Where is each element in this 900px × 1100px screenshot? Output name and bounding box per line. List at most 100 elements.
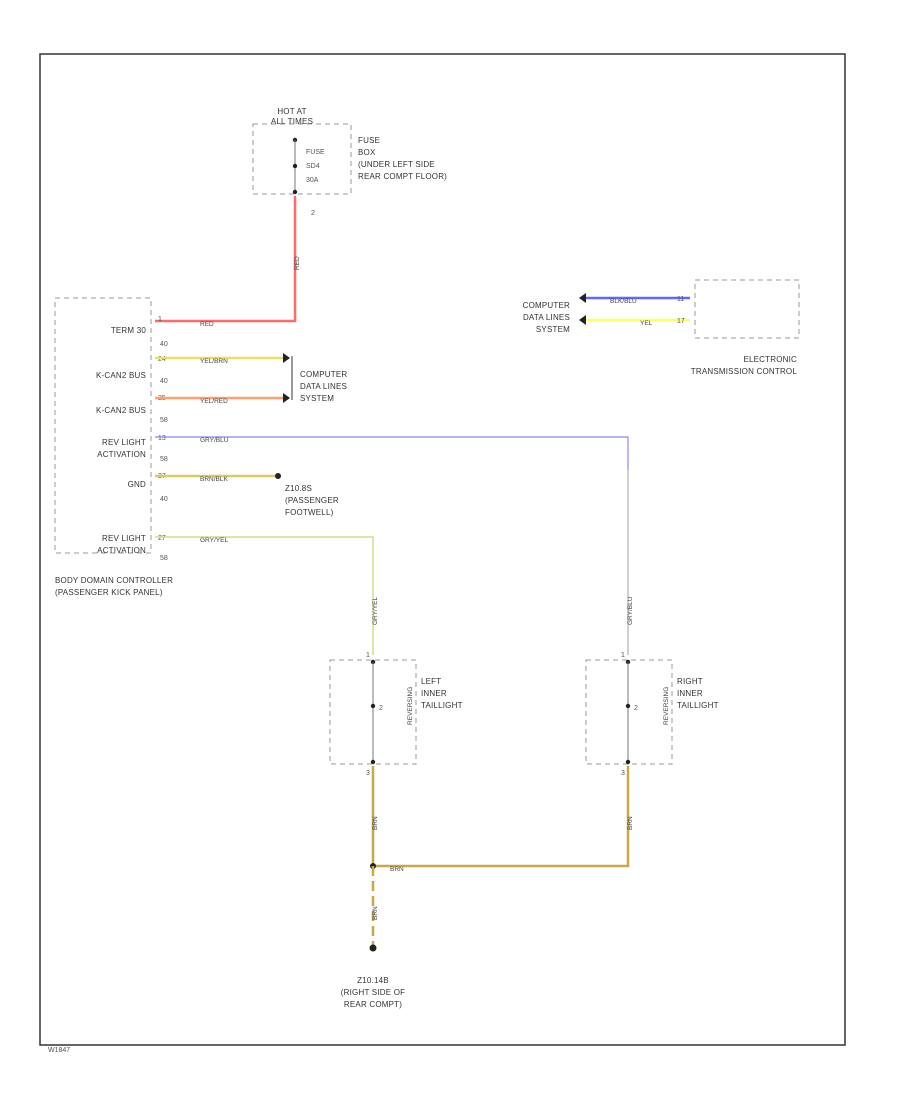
bcm-pin-number-27b: 27: [158, 535, 166, 542]
fuse-desc-4: REAR COMPT FLOOR): [358, 172, 447, 181]
red-wire-label-horizontal: RED: [200, 321, 214, 328]
left-brn-wire-label: BRN: [372, 816, 379, 830]
bcm-pin-label-rev-2a: REV LIGHT: [102, 534, 146, 543]
etc-data-lines-3: SYSTEM: [536, 325, 570, 334]
etc-wire-1-label: BLK/BLU: [610, 298, 637, 305]
kcan-wire-2-label: YEL/RED: [200, 398, 228, 405]
bcm-pin-number-13: 13: [158, 435, 166, 442]
left-taillight-pin-mid: 2: [379, 705, 383, 712]
ground-2-desc-2: REAR COMPT): [344, 1000, 402, 1009]
bcm-conn-1: 40: [160, 341, 168, 348]
right-taillight-pin-mid: 2: [634, 705, 638, 712]
data-lines-label-3: SYSTEM: [300, 394, 334, 403]
right-taillight-outline: [585, 659, 673, 765]
right-taillight-title-3: TAILLIGHT: [677, 701, 719, 710]
body-domain-controller: TERM 30 1 40 K-CAN2 BUS 24 40 K-CAN2 BUS…: [54, 297, 173, 597]
fuse-box-outline: [252, 123, 352, 195]
bcm-pin-label-kcan-2: K-CAN2 BUS: [96, 406, 146, 415]
left-inner-taillight: 1 2 3 REVERSING LEFT INNER TAILLIGHT: [329, 652, 463, 777]
red-wire-label-vertical: RED: [294, 256, 301, 270]
ground-2-name: Z10.14B: [357, 976, 389, 985]
etc-data-lines-2: DATA LINES: [523, 313, 570, 322]
ground-dot-2: [369, 944, 377, 952]
left-taillight-pin-bot-dot: [370, 759, 376, 765]
gnd-wire-label: BRN/BLK: [200, 476, 228, 483]
electronic-transmission-control: COMPUTER DATA LINES SYSTEM BLK/BLU 11 YE…: [523, 279, 800, 376]
bcm-conn-13: 58: [160, 456, 168, 463]
ref-code: W1847: [48, 1047, 70, 1054]
gry-blu-wire-label-vertical: GRY/BLU: [627, 596, 634, 625]
bcm-pin-number-24: 24: [158, 356, 166, 363]
fuse-rating: 30A: [306, 177, 319, 184]
fuse-mid-dot: [292, 163, 298, 169]
kcan-arrow-2: [283, 393, 290, 403]
ground-1-name: Z10.8S: [285, 484, 312, 493]
left-taillight-title-1: LEFT: [421, 677, 441, 686]
right-taillight-pin-mid-dot: [625, 703, 631, 709]
hot-label-2: ALL TIMES: [271, 117, 313, 126]
left-taillight-pin-bot: 3: [366, 770, 370, 777]
right-taillight-title-2: INNER: [677, 689, 703, 698]
left-taillight-pin-mid-dot: [370, 703, 376, 709]
fuse-box: HOT AT ALL TIMES FUSE SD4 30A 2 FUSE BOX…: [252, 107, 447, 217]
left-taillight-pin-top: 1: [366, 652, 370, 659]
bcm-conn-25: 58: [160, 417, 168, 424]
etc-title-1: ELECTRONIC: [743, 355, 797, 364]
right-taillight-pin-top: 1: [621, 652, 625, 659]
fuse-desc-3: (UNDER LEFT SIDE: [358, 160, 435, 169]
etc-data-lines-1: COMPUTER: [523, 301, 570, 310]
etc-title-2: TRANSMISSION CONTROL: [691, 367, 798, 376]
gry-yel-wire: [155, 536, 374, 655]
gry-yel-wire-label: GRY/YEL: [200, 537, 228, 544]
bcm-pin-label-term30: TERM 30: [111, 326, 147, 335]
ground-1-desc-2: FOOTWELL): [285, 508, 334, 517]
etc-wire-2-label: YEL: [640, 320, 653, 327]
left-taillight-title-3: TAILLIGHT: [421, 701, 463, 710]
kcan-wire-1-label: YEL/BRN: [200, 358, 228, 365]
bcm-title-2: (PASSENGER KICK PANEL): [55, 588, 163, 597]
left-taillight-tag: REVERSING: [407, 687, 414, 725]
bcm-conn-27b: 58: [160, 555, 168, 562]
right-inner-taillight: 1 2 3 REVERSING RIGHT INNER TAILLIGHT: [585, 652, 719, 777]
gry-yel-wire-label-vertical: GRY/YEL: [372, 597, 379, 625]
right-taillight-pin-bot-dot: [625, 759, 631, 765]
bcm-conn-24: 40: [160, 378, 168, 385]
fuse-desc-1: FUSE: [358, 136, 380, 145]
fuse-pin: 2: [311, 210, 315, 217]
left-taillight-title-2: INNER: [421, 689, 447, 698]
bcm-pin-label-kcan-1: K-CAN2 BUS: [96, 371, 146, 380]
etc-outline: [694, 279, 800, 339]
bcm-conn-27a: 40: [160, 496, 168, 503]
right-brn-wire-label: BRN: [627, 816, 634, 830]
kcan-arrow-1: [283, 353, 290, 363]
right-taillight-pin-bot: 3: [621, 770, 625, 777]
bcm-pin-number-1: 1: [158, 316, 162, 323]
bcm-pin-label-rev-1b: ACTIVATION: [97, 450, 146, 459]
data-lines-label-2: DATA LINES: [300, 382, 347, 391]
left-taillight-outline: [329, 659, 417, 765]
gry-blu-wire: [155, 436, 629, 655]
fuse-desc-2: BOX: [358, 148, 376, 157]
ground-dot-1: [275, 473, 281, 479]
bcm-pin-label-rev-2b: ACTIVATION: [97, 546, 146, 555]
data-lines-label-1: COMPUTER: [300, 370, 347, 379]
etc-arrow-1: [579, 293, 586, 303]
splice-brn-label: BRN: [390, 866, 404, 873]
ground-2-desc-1: (RIGHT SIDE OF: [341, 988, 405, 997]
bcm-pin-label-rev-1a: REV LIGHT: [102, 438, 146, 447]
right-taillight-tag: REVERSING: [663, 687, 670, 725]
bcm-outline: [54, 297, 152, 554]
fuse-label: FUSE: [306, 149, 325, 156]
diagram-frame: [39, 53, 846, 1046]
etc-arrow-2: [579, 315, 586, 325]
down-brn-wire-label: BRN: [372, 906, 379, 920]
fuse-bot-dot: [292, 189, 298, 195]
right-brn-wire: [373, 766, 630, 868]
right-taillight-title-1: RIGHT: [677, 677, 703, 686]
gry-blu-wire-label: GRY/BLU: [200, 437, 229, 444]
etc-pin-2: 17: [677, 318, 685, 325]
bcm-title-1: BODY DOMAIN CONTROLLER: [55, 576, 173, 585]
fuse-number: SD4: [306, 163, 320, 170]
etc-pin-1: 11: [677, 296, 684, 303]
